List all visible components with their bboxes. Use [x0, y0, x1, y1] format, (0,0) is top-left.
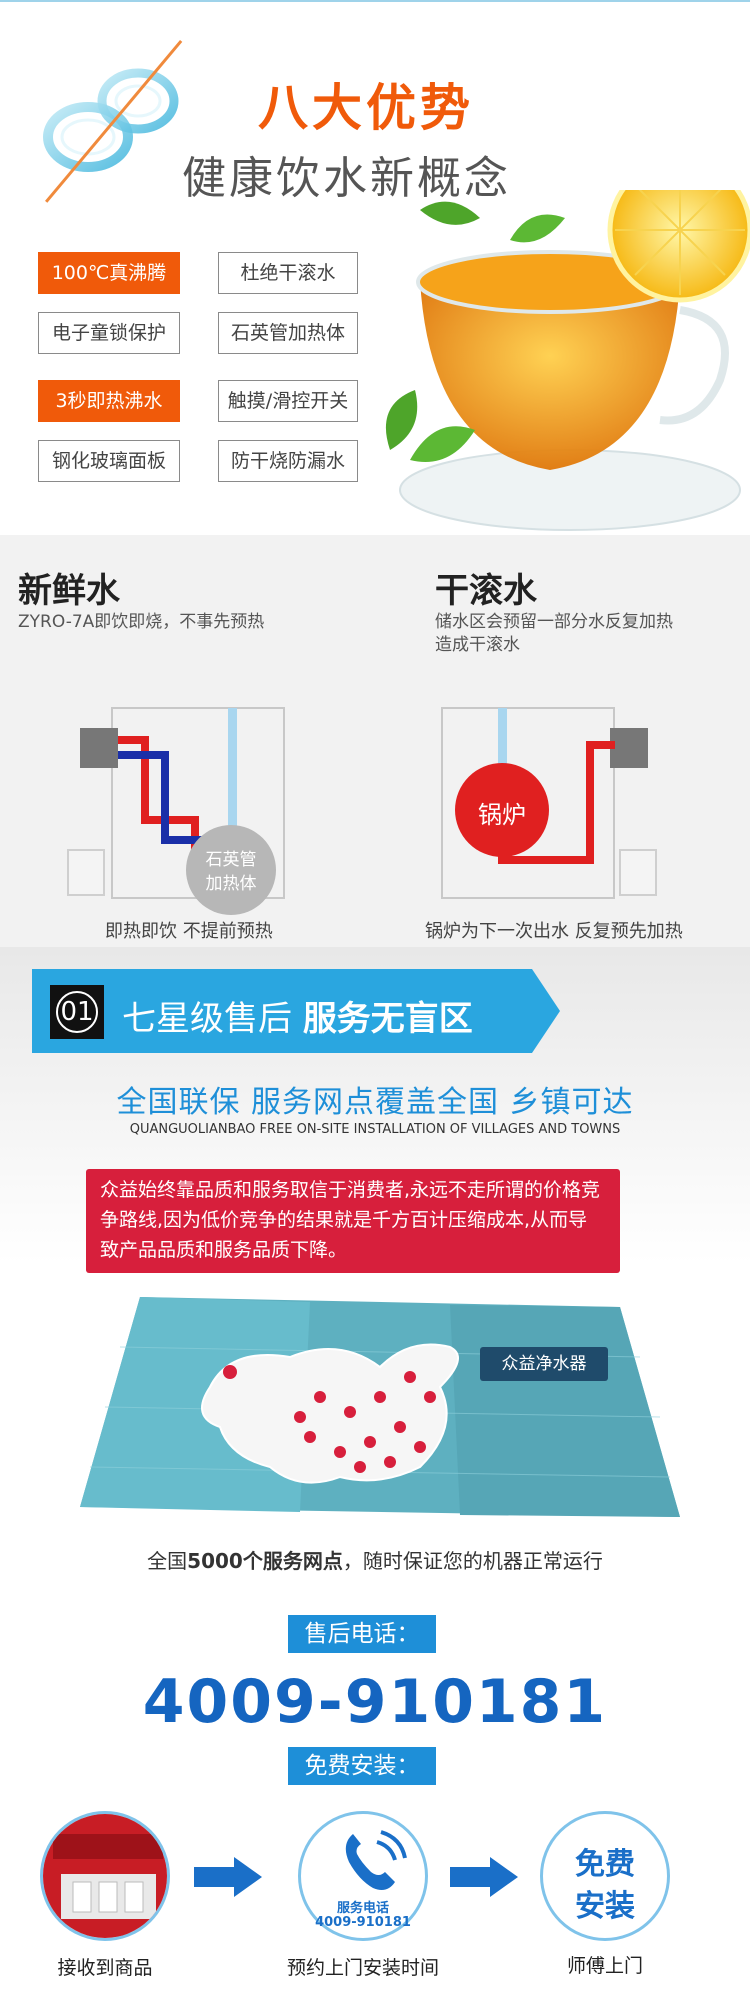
boiler-badge — [455, 763, 549, 857]
step-3-inner-1: 免费 — [575, 1847, 635, 1882]
after-sales-section: 01 七星级售后 服务无盲区 全国联保 服务网点覆盖全国 乡镇可达 QUANGU… — [0, 947, 750, 2003]
step-2-label: 预约上门安装时间 — [286, 1957, 439, 1979]
china-service-map — [80, 1297, 680, 1517]
hotline-number[interactable]: 4009-910181 — [142, 1667, 608, 1737]
dry-water-title: 干滚水 — [435, 571, 537, 611]
fresh-water-title: 新鲜水 — [18, 571, 120, 611]
quality-statement: 众益始终靠品质和服务取信于消费者,永远不走所谓的价格竞争路线,因为低价竞争的结果… — [86, 1169, 620, 1273]
service-outlets-text: 全国5000个服务网点，随时保证您的机器正常运行 — [0, 1545, 750, 1574]
tea-cup-image — [385, 190, 750, 531]
arrow-right-icon — [450, 1857, 518, 1897]
quartz-heater-label-2: 加热体 — [205, 874, 257, 894]
quartz-heater-label-1: 石英管 — [205, 850, 257, 870]
advantage-tag: 电子童锁保护 — [38, 312, 180, 354]
dry-water-caption: 锅炉为下一次出水 反复预先加热 — [425, 921, 683, 942]
free-install-tag: 免费安装： — [288, 1747, 436, 1785]
fresh-water-caption: 即热即饮 不提前预热 — [105, 921, 273, 942]
advantages-section: 八大优势 健康饮水新概念 100℃真沸腾 杜绝干滚水 电子童锁保护 石英管加热体… — [0, 0, 750, 535]
hotline-tag: 售后电话： — [288, 1615, 436, 1653]
outlet-text-bold: 5000个服务网点 — [187, 1549, 343, 1573]
phone-icon — [345, 1830, 407, 1890]
brand-map-label: 众益净水器 — [480, 1347, 608, 1381]
banner-text-bold: 服务无盲区 — [302, 999, 473, 1039]
comparison-section: 新鲜水 ZYRO-7A即饮即烧，不事先预热 干滚水 储水区会预留一部分水反复加热… — [0, 535, 750, 947]
advantage-tag: 防干烧防漏水 — [218, 440, 358, 482]
advantage-tag: 杜绝干滚水 — [218, 252, 358, 294]
step-3-inner-2: 安装 — [575, 1889, 635, 1924]
banner-text-normal: 七星级售后 — [122, 999, 292, 1039]
top-divider — [0, 0, 750, 2]
advantage-tag: 钢化玻璃面板 — [38, 440, 180, 482]
quartz-heater-badge — [186, 825, 276, 915]
coverage-title: 全国联保 服务网点覆盖全国 乡镇可达 — [116, 1085, 634, 1120]
banner-arrow-tail — [532, 969, 560, 1053]
advantages-title: 八大优势 — [258, 79, 474, 137]
fresh-water-desc: ZYRO-7A即饮即烧，不事先预热 — [18, 612, 265, 632]
water-swirl-icon — [43, 68, 179, 172]
banner-title: 七星级售后 服务无盲区 — [122, 991, 473, 1040]
advantages-subtitle: 健康饮水新概念 — [182, 153, 511, 204]
service-banner: 01 七星级售后 服务无盲区 — [32, 969, 560, 1053]
step-3-label: 师傅上门 — [566, 1955, 643, 1977]
step-2-inner-title: 服务电话 — [336, 1901, 389, 1916]
step-2-circle — [298, 1811, 428, 1941]
step-3-circle — [540, 1811, 670, 1941]
boiler-label: 锅炉 — [478, 801, 526, 829]
product-machine-icon — [43, 1814, 167, 1938]
advantage-tag: 石英管加热体 — [218, 312, 358, 354]
step-1-label: 接收到商品 — [57, 1957, 153, 1979]
advantage-tag: 3秒即热沸水 — [38, 380, 180, 422]
advantage-tag: 100℃真沸腾 — [38, 252, 180, 294]
dry-water-desc-1: 储水区会预留一部分水反复加热 — [435, 612, 673, 632]
dry-water-desc-2: 造成干滚水 — [435, 635, 520, 655]
arrow-right-icon — [194, 1857, 262, 1897]
badge-ring-icon — [56, 991, 98, 1033]
outlet-text-post: ，随时保证您的机器正常运行 — [342, 1549, 603, 1573]
step-2-inner-phone: 4009-910181 — [315, 1915, 411, 1930]
advantage-tag: 触摸/滑控开关 — [218, 380, 358, 422]
step-1-circle — [40, 1811, 170, 1941]
outlet-text-pre: 全国 — [147, 1549, 188, 1573]
coverage-subtitle-en: QUANGUOLIANBAO FREE ON-SITE INSTALLATION… — [129, 1122, 621, 1137]
